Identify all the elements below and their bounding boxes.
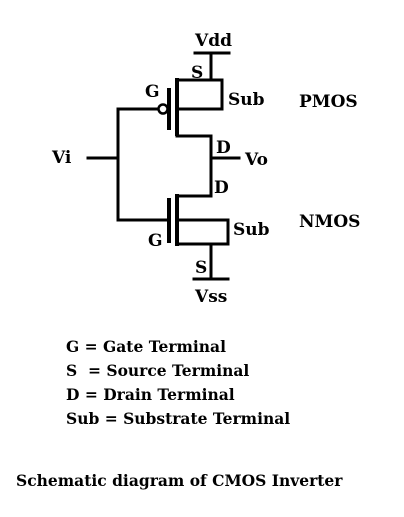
legend-item-gate: G = Gate Terminal xyxy=(66,337,226,356)
pmos-sub-label: Sub xyxy=(228,90,265,110)
pmos-gate-label: G xyxy=(145,82,160,102)
legend-item-source: S = Source Terminal xyxy=(66,361,249,380)
pmos-source-label: S xyxy=(191,63,203,83)
nmos-sub-label: Sub xyxy=(233,220,270,240)
nmos-label: NMOS xyxy=(299,212,360,232)
vo-label: Vo xyxy=(244,150,268,170)
diagram-caption: Schematic diagram of CMOS Inverter xyxy=(16,471,343,490)
nmos-drain-label: D xyxy=(214,178,229,198)
nmos-source-label: S xyxy=(195,258,207,278)
pmos-drain-label: D xyxy=(216,138,231,158)
nmos-gate-label: G xyxy=(148,231,163,251)
vss-label: Vss xyxy=(194,287,227,307)
vi-label: Vi xyxy=(51,148,72,168)
pmos-inversion-bubble xyxy=(157,103,169,115)
legend-item-substrate: Sub = Substrate Terminal xyxy=(66,409,290,428)
pmos-label: PMOS xyxy=(299,92,358,112)
vdd-label: Vdd xyxy=(194,31,232,51)
legend-item-drain: D = Drain Terminal xyxy=(66,385,235,404)
